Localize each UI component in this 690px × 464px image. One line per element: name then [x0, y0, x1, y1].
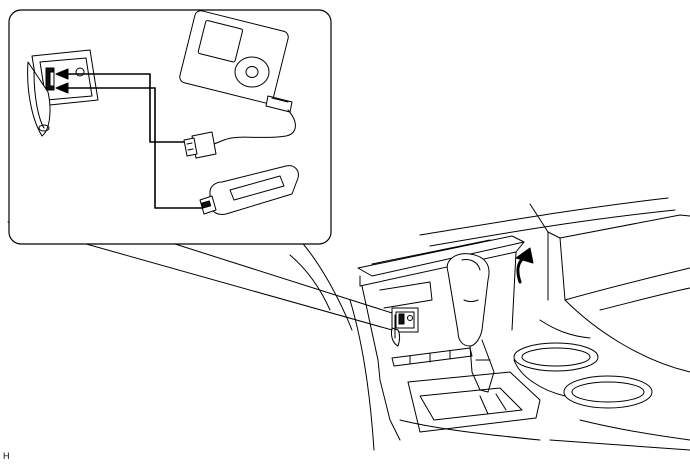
right-vertical-trim	[530, 204, 548, 300]
shift-lever	[447, 254, 494, 392]
console-button-row	[392, 348, 472, 366]
cup-holders	[514, 288, 690, 408]
dashboard-line-top	[420, 198, 668, 235]
center-stack-trim-inner	[372, 240, 490, 264]
console-side-left	[380, 380, 400, 440]
left-interior-curve-2	[290, 255, 330, 310]
console-side-lower	[400, 420, 540, 440]
usb-port-closeup	[28, 50, 98, 136]
left-seat-edge	[350, 300, 374, 450]
vehicle-interior-illustration	[290, 198, 690, 450]
usb-cable-plug-icon	[184, 132, 216, 158]
shift-gate	[408, 372, 540, 432]
dashboard-panel-right-2	[565, 268, 690, 300]
center-stack-trim	[360, 242, 524, 286]
arrow-head-upper	[56, 69, 68, 79]
console-lower-box	[380, 282, 432, 308]
center-stack-body-left	[362, 286, 380, 380]
connection-lines	[68, 74, 205, 208]
right-vertical-trim-2	[548, 232, 565, 300]
detail-callout	[9, 9, 331, 244]
figure-corner-code: H	[3, 451, 10, 461]
center-stack-body-right	[512, 252, 516, 330]
dashboard-panel-right	[560, 215, 690, 238]
arrow-head-lower	[56, 83, 68, 93]
console-usb-port	[391, 308, 418, 346]
portable-media-player-icon	[178, 9, 292, 112]
left-interior-curve	[298, 238, 352, 330]
curved-arrow-icon	[516, 248, 533, 282]
dashboard-line-2	[430, 210, 675, 246]
usb-flash-drive-icon	[200, 166, 298, 215]
console-right-armrest	[565, 300, 690, 372]
